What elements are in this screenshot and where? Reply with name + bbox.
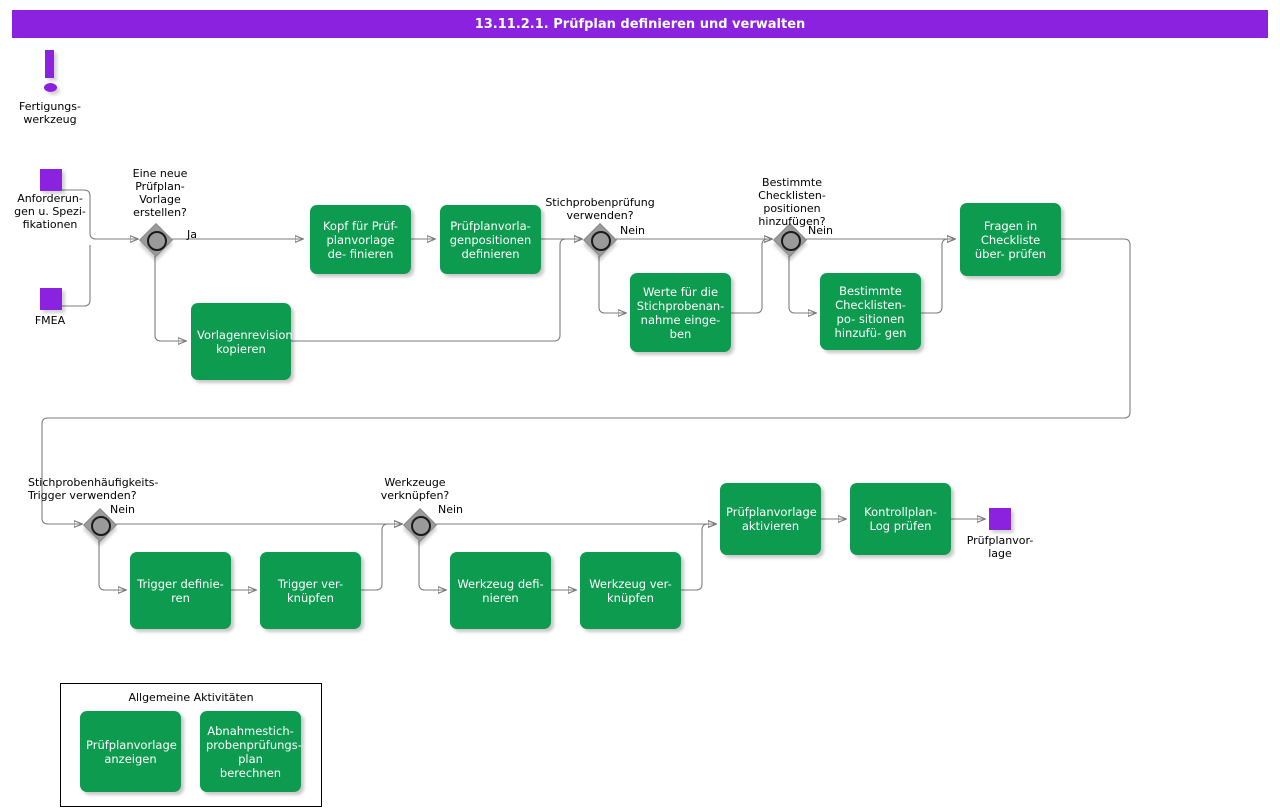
task-label: Werkzeug ver- knüpfen — [589, 576, 672, 605]
gateway-neue-vorlage-question: Eine neue Prüfplan- Vorlage erstellen? — [132, 167, 188, 219]
task-fragen-checkliste-ueberpruefen[interactable]: Fragen in Checkliste über- prüfen — [960, 203, 1061, 276]
task-label: Vorlagenrevision kopieren — [197, 327, 293, 356]
task-werkzeug-verknuepfen[interactable]: Werkzeug ver- knüpfen — [580, 552, 681, 629]
exclamation-bar — [45, 50, 54, 78]
gateway-checklistenpositionen-no-label: Nein — [808, 224, 834, 237]
task-label: Prüfplanvorlage anzeigen — [86, 737, 177, 766]
task-bestimmte-checklistenpositionen[interactable]: Bestimmte Checklisten- po- sitionen hinz… — [820, 273, 921, 350]
gateway-stichprobenhaeufigkeit-no-label: Nein — [110, 503, 136, 516]
task-pruefplanvorlagenpositionen[interactable]: Prüfplanvorla- genpositionen definieren — [440, 205, 541, 274]
legend-title: Allgemeine Aktivitäten — [128, 691, 254, 704]
task-label: Werkzeug defi- nieren — [457, 576, 544, 605]
data-object-anforderungen-label: Anforderun- gen u. Spezi- fikationen — [14, 192, 86, 231]
task-trigger-definieren[interactable]: Trigger definie- ren — [130, 552, 231, 629]
task-label: Fragen in Checkliste über- prüfen — [974, 218, 1047, 261]
task-label: Prüfplanvorla- genpositionen definieren — [449, 218, 532, 261]
gateway-stichprobenhaeufigkeit-question: Stichprobenhäufigkeits- Trigger verwende… — [28, 476, 159, 502]
gateway-ring-icon — [147, 231, 167, 251]
data-object-fmea[interactable] — [40, 288, 62, 310]
task-abnahmestichprobenpruefungsplan-berechnen[interactable]: Abnahmestich- probenprüfungs- plan berec… — [200, 711, 302, 792]
task-pruefplanvorlage-aktivieren[interactable]: Prüfplanvorlage aktivieren — [720, 483, 821, 555]
gateway-werkzeuge[interactable] — [403, 508, 438, 543]
gateway-checklistenpositionen[interactable] — [773, 223, 808, 258]
task-vorlagenrevision-kopieren[interactable]: Vorlagenrevision kopieren — [191, 303, 293, 380]
task-label: Kontrollplan-Log prüfen — [864, 505, 937, 533]
task-label: Werte für die Stichprobenan- nahme einge… — [636, 284, 725, 341]
gateway-werkzeuge-no-label: Nein — [438, 503, 464, 516]
data-object-anforderungen[interactable] — [40, 169, 62, 191]
page-title: 13.11.2.1. Prüfplan definieren und verwa… — [12, 10, 1268, 38]
gateway-stichprobenpruefung[interactable] — [583, 223, 618, 258]
task-label: Trigger ver- knüpfen — [277, 576, 344, 605]
marker-label: Fertigungs- werkzeug — [19, 100, 81, 126]
gateway-ring-icon — [411, 516, 431, 536]
data-object-pruefplanvorlage[interactable] — [989, 508, 1011, 530]
task-werkzeug-definieren[interactable]: Werkzeug defi- nieren — [450, 552, 551, 629]
gateway-neue-vorlage[interactable] — [139, 223, 174, 258]
gateway-neue-vorlage-yes-label: Ja — [187, 228, 197, 241]
task-label: Abnahmestich- probenprüfungs- plan berec… — [206, 723, 302, 780]
task-kopf-pruefplanvorlage[interactable]: Kopf für Prüf- planvorlage de- finieren — [310, 205, 411, 274]
task-kontrollplan-log-pruefen[interactable]: Kontrollplan-Log prüfen — [850, 483, 951, 555]
data-object-fmea-label: FMEA — [34, 314, 66, 327]
gateway-ring-icon — [781, 231, 801, 251]
task-trigger-verknuepfen[interactable]: Trigger ver- knüpfen — [260, 552, 361, 629]
task-label: Kopf für Prüf- planvorlage de- finieren — [322, 218, 399, 261]
gateway-checklistenpositionen-question: Bestimmte Checklisten- positionen hinzuf… — [758, 176, 826, 228]
task-label: Bestimmte Checklisten- po- sitionen hinz… — [834, 283, 907, 340]
data-object-pruefplanvorlage-label: Prüfplanvor- lage — [966, 534, 1034, 560]
gateway-stichprobenpruefung-question: Stichprobenprüfung verwenden? — [545, 196, 655, 222]
gateway-stichprobenpruefung-no-label: Nein — [620, 224, 646, 237]
task-label: Prüfplanvorlage aktivieren — [726, 505, 817, 533]
gateway-ring-icon — [591, 231, 611, 251]
task-label: Trigger definie- ren — [137, 576, 224, 605]
exclamation-dot — [44, 83, 57, 92]
task-werte-stichprobenannahme[interactable]: Werte für die Stichprobenan- nahme einge… — [630, 273, 731, 352]
gateway-werkzeuge-question: Werkzeuge verknüpfen? — [380, 476, 450, 502]
gateway-ring-icon — [91, 516, 111, 536]
task-pruefplanvorlage-anzeigen[interactable]: Prüfplanvorlage anzeigen — [80, 711, 181, 792]
gateway-stichprobenhaeufigkeit[interactable] — [83, 508, 118, 543]
